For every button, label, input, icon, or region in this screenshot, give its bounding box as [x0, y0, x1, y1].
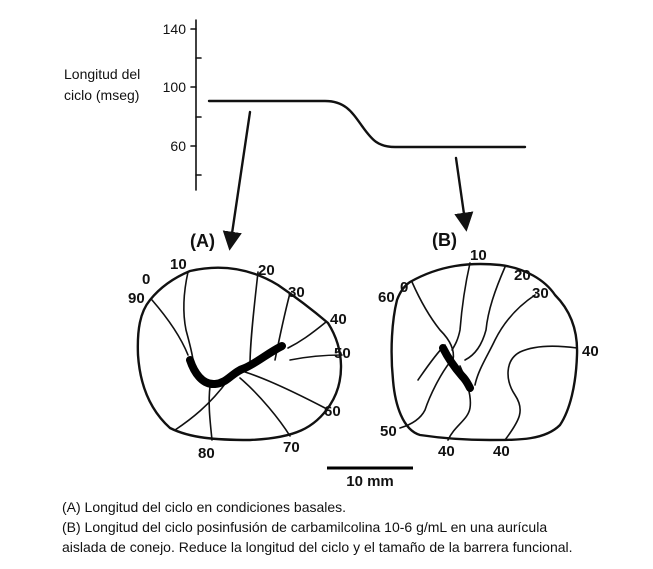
- arrow-to-map-a: [222, 110, 252, 251]
- isochrone-label-20: 20: [258, 262, 275, 279]
- caption-line-1: (A) Longitud del ciclo en condiciones ba…: [62, 499, 347, 515]
- panel-a-label: (A): [190, 231, 215, 251]
- activation-map-b: (B) 0 10 20 30 40 40 40 50 60: [378, 230, 599, 460]
- isochrone-label-40: 40: [493, 443, 510, 460]
- cycle-length-trace: [207, 99, 527, 149]
- isochrone-label-30: 30: [532, 285, 549, 302]
- y-axis-label-line1: Longitud del: [64, 66, 141, 82]
- isochrone: [183, 271, 194, 361]
- isochrone-label-50: 50: [334, 345, 351, 362]
- isochrone: [289, 354, 343, 361]
- isochrone: [239, 377, 291, 437]
- functional-barrier-a: [186, 342, 286, 388]
- functional-barrier-b: [439, 344, 474, 392]
- isochrone-label-80: 80: [198, 445, 215, 462]
- isochrone: [274, 292, 291, 361]
- isochrone-label-30: 30: [288, 284, 305, 301]
- isochrone: [151, 299, 189, 356]
- cycle-length-chart: 140 100 60: [163, 19, 527, 251]
- isochrone-label-50: 50: [380, 423, 397, 440]
- scale-bar: 10 mm: [327, 466, 413, 488]
- isochrone-label-60: 60: [324, 403, 341, 420]
- isochrone-label-0: 0: [142, 271, 150, 288]
- y-axis-label: Longitud del ciclo (mseg): [64, 64, 164, 106]
- isochrone: [464, 266, 506, 361]
- isochrone: [244, 371, 326, 409]
- activation-map-figure: 140 100 60 (A) 0 10 20 30 40 50 60 70 80…: [128, 19, 599, 488]
- isochrone: [208, 385, 213, 441]
- activation-map-a: (A) 0 10 20 30 40 50 60 70 80 90: [128, 231, 351, 462]
- isochrone: [287, 321, 327, 349]
- isochrone: [399, 361, 451, 429]
- isochrone-label-40: 40: [438, 443, 455, 460]
- y-tick-label-100: 100: [163, 79, 187, 95]
- isochrone-label-70: 70: [283, 439, 300, 456]
- isochrone: [451, 262, 471, 351]
- caption-line-2: (B) Longitud del ciclo posinfusión de ca…: [62, 519, 548, 535]
- arrow-to-map-b: [454, 156, 474, 232]
- y-tick-label-140: 140: [163, 21, 187, 37]
- map-a-outline: [136, 266, 343, 442]
- y-axis-label-line2: ciclo (mseg): [64, 87, 140, 103]
- y-tick-label-60: 60: [170, 138, 186, 154]
- isochrone: [249, 271, 259, 366]
- map-b-outline: [390, 262, 579, 442]
- scale-bar-label: 10 mm: [346, 473, 394, 488]
- figure-caption: (A) Longitud del ciclo en condiciones ba…: [62, 497, 642, 557]
- isochrone-label-0: 0: [400, 279, 408, 296]
- panel-b-label: (B): [432, 230, 457, 250]
- isochrone: [504, 345, 578, 441]
- isochrone-label-60: 60: [378, 289, 395, 306]
- isochrone: [174, 379, 229, 431]
- isochrone: [411, 281, 455, 361]
- isochrone-label-40: 40: [330, 311, 347, 328]
- isochrone-label-20: 20: [514, 267, 531, 284]
- isochrone-label-90: 90: [128, 290, 145, 307]
- isochrone: [474, 294, 536, 386]
- isochrone-label-10: 10: [170, 256, 187, 273]
- isochrone-label-10: 10: [470, 247, 487, 264]
- isochrone-label-40: 40: [582, 343, 599, 360]
- caption-line-3: aislada de conejo. Reduce la longitud de…: [62, 539, 573, 555]
